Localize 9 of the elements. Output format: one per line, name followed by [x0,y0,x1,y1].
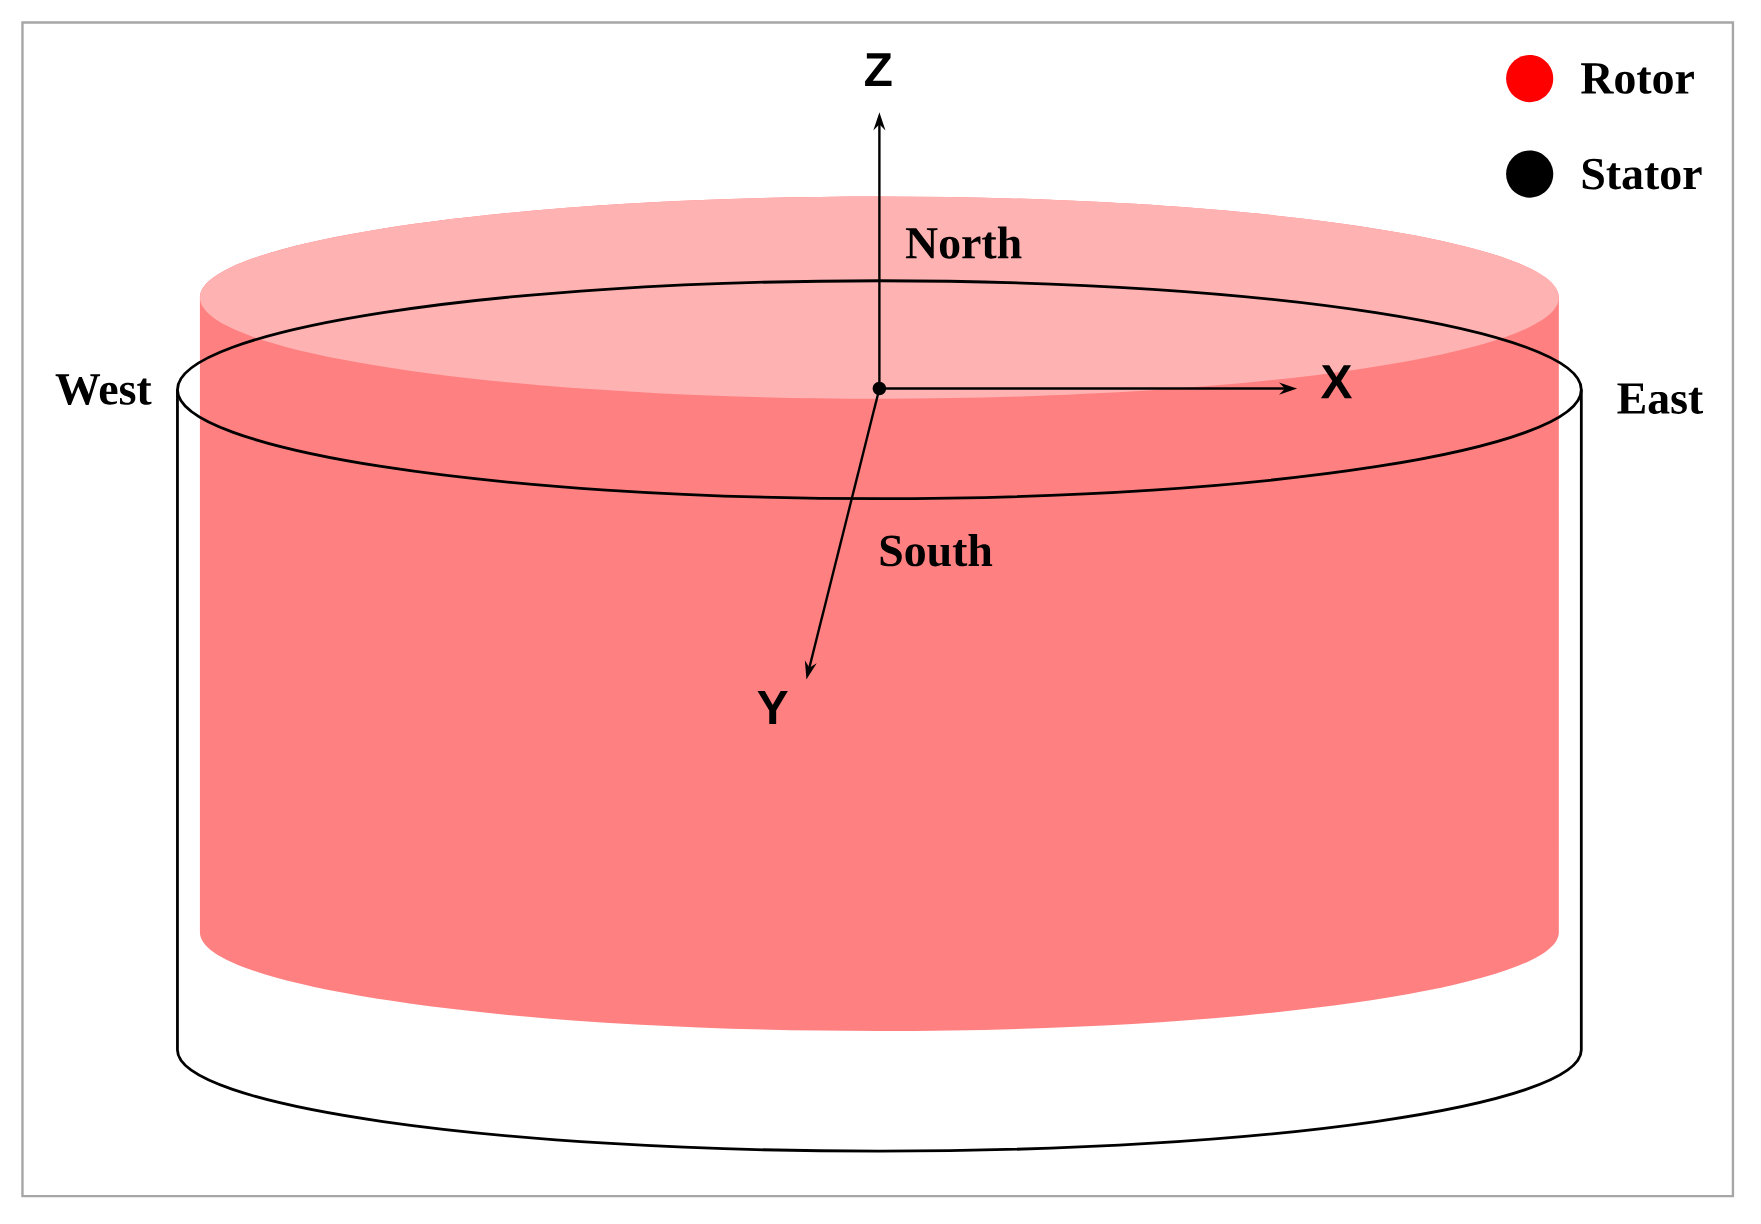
axis-label: Y [757,691,788,724]
direction-label: West [55,374,152,405]
legend-label: Rotor [1581,63,1694,94]
direction-label: South [880,534,993,567]
legend-label: Stator [1582,158,1702,190]
axis-label: X [1320,365,1352,399]
direction-label: East [1617,383,1703,414]
direction-label: North [905,226,1022,259]
axis-label: Z [865,53,892,86]
